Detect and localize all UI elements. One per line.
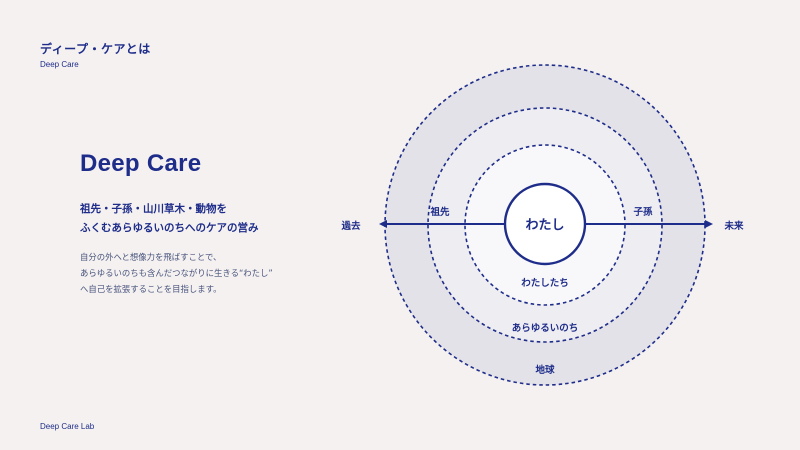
lead-line: ふくむあらゆるいのちへのケアの営み (80, 222, 259, 234)
body-line: 自分の外へと想像力を飛ばすことで、 (80, 252, 222, 262)
ring-label-earth: 地球 (535, 364, 555, 376)
axis-label-future: 未来 (723, 220, 744, 232)
main-heading: Deep Care (80, 150, 202, 177)
page-header-title: ディープ・ケアとは (40, 42, 151, 56)
page-header-subtitle: Deep Care (40, 60, 79, 69)
axis-label-past: 過去 (340, 220, 361, 232)
lead-text: 祖先・子孫・山川草木・動物を ふくむあらゆるいのちへのケアの営み (80, 200, 259, 238)
axis-label-descendants: 子孫 (633, 206, 653, 218)
ring-label-us: わたしたち (521, 278, 569, 289)
axis-label-ancestors: 祖先 (429, 206, 450, 218)
body-line: へ自己を拡張することを目指します。 (80, 284, 222, 294)
footer-label: Deep Care Lab (40, 422, 95, 431)
ring-label-all-life: あらゆるいのち (512, 322, 579, 334)
body-line: あらゆるいのちも含んだつながりに生きる“わたし” (80, 268, 273, 278)
body-text: 自分の外へと想像力を飛ばすことで、 あらゆるいのちも含んだつながりに生きる“わた… (80, 249, 273, 297)
center-node-label: わたし (525, 218, 564, 233)
center-node (503, 182, 587, 266)
lead-line: 祖先・子孫・山川草木・動物を (80, 203, 227, 215)
